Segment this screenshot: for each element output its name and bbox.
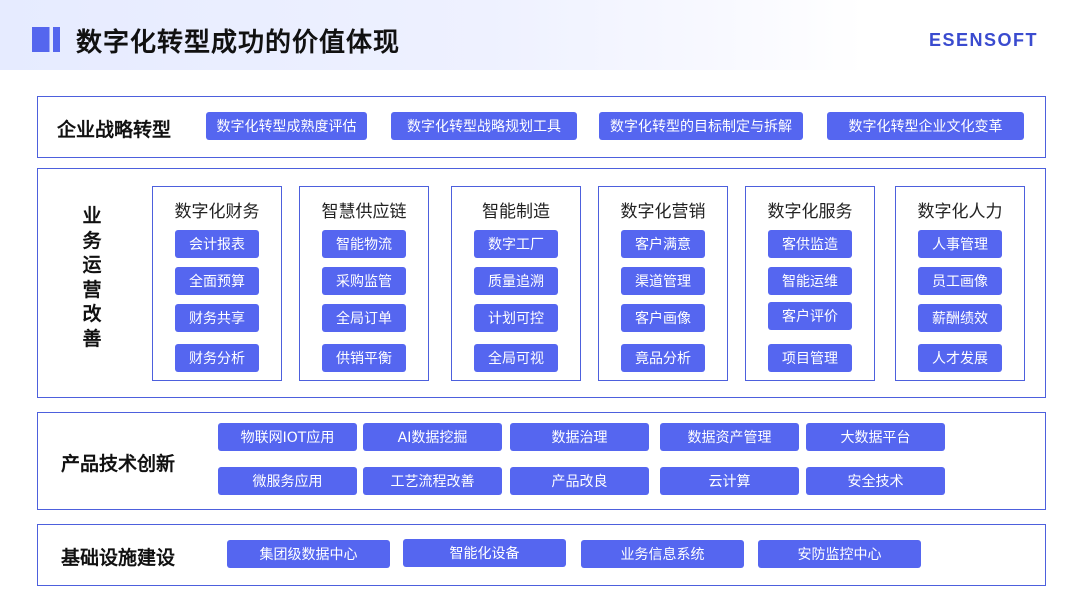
biz-item: 客供监造 xyxy=(768,230,852,258)
biz-item: 客户满意 xyxy=(621,230,705,258)
biz-item: 渠道管理 xyxy=(621,267,705,295)
label-char: 营 xyxy=(82,278,102,301)
strategy-item: 数字化转型成熟度评估 xyxy=(206,112,367,140)
biz-item: 计划可控 xyxy=(474,304,558,332)
strategy-item: 数字化转型企业文化变革 xyxy=(827,112,1024,140)
biz-item: 薪酬绩效 xyxy=(918,304,1002,332)
biz-item: 采购监管 xyxy=(322,267,406,295)
product-item: AI数据挖掘 xyxy=(363,423,502,451)
infrastructure-item: 安防监控中心 xyxy=(758,540,921,568)
biz-item: 供销平衡 xyxy=(322,344,406,372)
biz-column-title: 数字化人力 xyxy=(917,202,1003,222)
biz-column-hr: 数字化人力 人事管理 员工画像 薪酬绩效 人才发展 xyxy=(895,186,1025,381)
biz-column-service: 数字化服务 客供监造 智能运维 客户评价 项目管理 xyxy=(745,186,875,381)
biz-item: 质量追溯 xyxy=(474,267,558,295)
label-char: 务 xyxy=(82,229,102,252)
label-char: 善 xyxy=(82,327,102,350)
biz-column-title: 数字化财务 xyxy=(174,202,260,222)
biz-item: 智能运维 xyxy=(768,267,852,295)
strategy-section: 企业战略转型 数字化转型成熟度评估 数字化转型战略规划工具 数字化转型的目标制定… xyxy=(37,96,1046,158)
company-logo: ESENSOFT xyxy=(928,30,1038,50)
product-item: 数据资产管理 xyxy=(660,423,799,451)
biz-column-manufacturing: 智能制造 数字工厂 质量追溯 计划可控 全局可视 xyxy=(451,186,581,381)
product-section: 产品技术创新 物联网IOT应用 AI数据挖掘 数据治理 数据资产管理 大数据平台… xyxy=(37,412,1046,510)
infrastructure-item: 智能化设备 xyxy=(403,539,566,567)
biz-column-title: 数字化营销 xyxy=(620,202,706,222)
biz-item: 数字工厂 xyxy=(474,230,558,258)
product-item: 工艺流程改善 xyxy=(363,467,502,495)
biz-item: 会计报表 xyxy=(175,230,259,258)
biz-item: 财务分析 xyxy=(175,344,259,372)
biz-column-title: 智慧供应链 xyxy=(321,202,407,222)
infrastructure-section: 基础设施建设 集团级数据中心 智能化设备 业务信息系统 安防监控中心 xyxy=(37,524,1046,586)
biz-item: 全局可视 xyxy=(474,344,558,372)
biz-item: 竟品分析 xyxy=(621,344,705,372)
biz-item: 智能物流 xyxy=(322,230,406,258)
biz-column-title: 数字化服务 xyxy=(767,202,853,222)
header-banner xyxy=(0,0,1080,70)
strategy-item: 数字化转型的目标制定与拆解 xyxy=(599,112,803,140)
page-title: 数字化转型成功的价值体现 xyxy=(76,28,401,58)
product-item: 安全技术 xyxy=(806,467,945,495)
biz-item: 客户评价 xyxy=(768,302,852,330)
biz-item: 财务共享 xyxy=(175,304,259,332)
product-item: 产品改良 xyxy=(510,467,649,495)
label-char: 改 xyxy=(82,303,102,325)
infrastructure-label: 基础设施建设 xyxy=(61,547,176,569)
biz-column-marketing: 数字化营销 客户满意 渠道管理 客户画像 竟品分析 xyxy=(598,186,728,381)
product-item: 微服务应用 xyxy=(218,467,357,495)
operations-vertical-label: 业 务 运 营 改 善 xyxy=(78,204,106,351)
biz-item: 全局订单 xyxy=(322,304,406,332)
infrastructure-item: 业务信息系统 xyxy=(581,540,744,568)
product-item: 云计算 xyxy=(660,467,799,495)
product-item: 数据治理 xyxy=(510,423,649,451)
biz-item: 项目管理 xyxy=(768,344,852,372)
label-char: 业 xyxy=(82,205,102,227)
title-marker-icon xyxy=(32,27,60,52)
label-char: 运 xyxy=(82,254,102,276)
biz-item: 员工画像 xyxy=(918,267,1002,295)
biz-column-title: 智能制造 xyxy=(482,202,550,222)
infrastructure-item: 集团级数据中心 xyxy=(227,540,390,568)
biz-column-supply-chain: 智慧供应链 智能物流 采购监管 全局订单 供销平衡 xyxy=(299,186,429,381)
biz-item: 人才发展 xyxy=(918,344,1002,372)
strategy-label: 企业战略转型 xyxy=(57,119,172,141)
biz-item: 客户画像 xyxy=(621,304,705,332)
product-label: 产品技术创新 xyxy=(61,453,176,475)
strategy-item: 数字化转型战略规划工具 xyxy=(391,112,577,140)
product-item: 物联网IOT应用 xyxy=(218,423,357,451)
biz-item: 全面预算 xyxy=(175,267,259,295)
product-item: 大数据平台 xyxy=(806,423,945,451)
biz-column-finance: 数字化财务 会计报表 全面预算 财务共享 财务分析 xyxy=(152,186,282,381)
biz-item: 人事管理 xyxy=(918,230,1002,258)
